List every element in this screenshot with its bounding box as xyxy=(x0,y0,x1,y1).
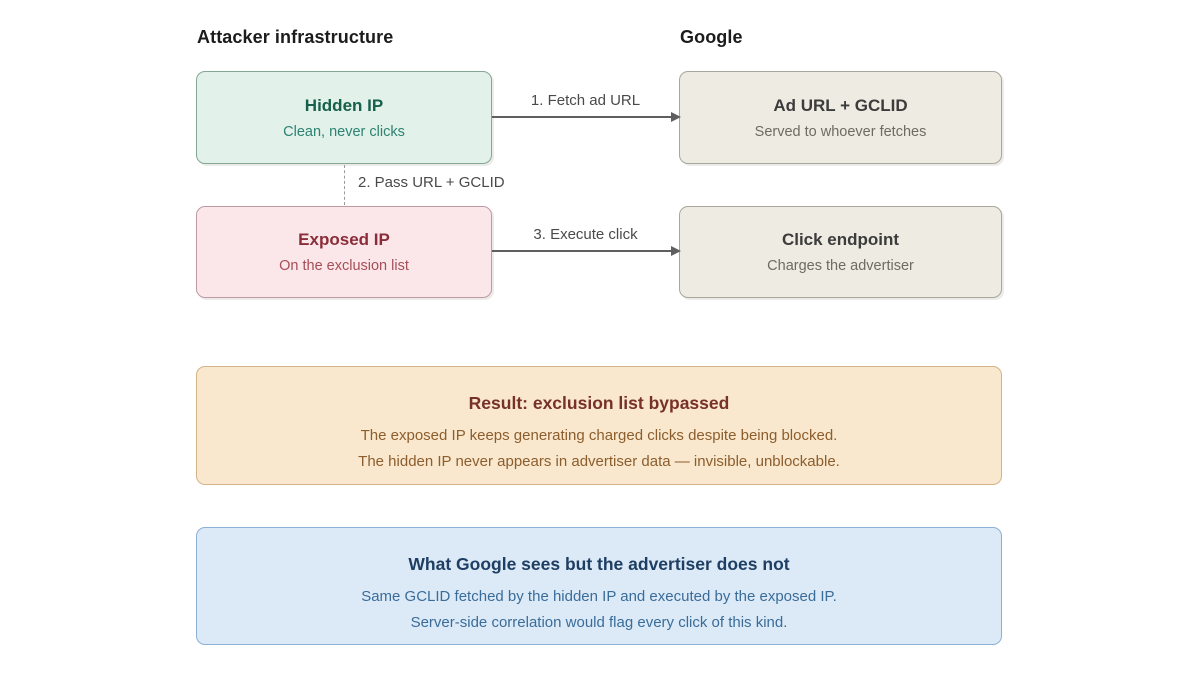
google-visibility-banner: What Google sees but the advertiser does… xyxy=(196,527,1002,645)
google-visibility-banner-line-2: Server-side correlation would flag every… xyxy=(410,614,788,631)
result-banner-title: Result: exclusion list bypassed xyxy=(468,393,730,413)
arrow-head-icon xyxy=(671,111,681,122)
edge-execute-click-label: 3. Execute click xyxy=(533,226,638,243)
node-ad-url-gclid-subtitle: Served to whoever fetches xyxy=(754,123,927,140)
node-ad-url-gclid-title: Ad URL + GCLID xyxy=(773,95,908,115)
result-banner-line-2: The hidden IP never appears in advertise… xyxy=(358,453,840,470)
google-visibility-banner-title: What Google sees but the advertiser does… xyxy=(408,554,790,574)
edge-execute-click: 3. Execute click xyxy=(492,226,681,256)
node-exposed-ip: Exposed IP On the exclusion list xyxy=(196,206,492,298)
edge-fetch-ad-url: 1. Fetch ad URL xyxy=(492,92,681,122)
node-click-endpoint-title: Click endpoint xyxy=(781,230,900,249)
node-exposed-ip-subtitle: On the exclusion list xyxy=(279,258,409,274)
node-hidden-ip-title: Hidden IP xyxy=(304,95,384,115)
node-hidden-ip-subtitle: Clean, never clicks xyxy=(283,123,405,140)
edge-execute-click-line xyxy=(492,245,681,256)
node-click-endpoint: Click endpoint Charges the advertiser xyxy=(679,206,1002,298)
result-banner-line-1: The exposed IP keeps generating charged … xyxy=(360,427,838,444)
heading-google: Google xyxy=(680,27,743,47)
node-hidden-ip: Hidden IP Clean, never clicks xyxy=(196,71,492,164)
arrow-head-icon xyxy=(671,245,681,256)
node-ad-url-gclid: Ad URL + GCLID Served to whoever fetches xyxy=(679,71,1002,164)
edge-pass-url-gclid-label: 2. Pass URL + GCLID xyxy=(358,174,505,191)
edge-pass-url-gclid-line xyxy=(344,165,345,205)
result-banner: Result: exclusion list bypassed The expo… xyxy=(196,366,1002,485)
edge-fetch-ad-url-line xyxy=(492,111,681,122)
edge-fetch-ad-url-label: 1. Fetch ad URL xyxy=(530,92,641,109)
google-visibility-banner-line-1: Same GCLID fetched by the hidden IP and … xyxy=(361,588,837,605)
node-click-endpoint-subtitle: Charges the advertiser xyxy=(767,258,914,274)
heading-attacker-infrastructure: Attacker infrastructure xyxy=(197,27,394,47)
node-exposed-ip-title: Exposed IP xyxy=(298,230,390,249)
